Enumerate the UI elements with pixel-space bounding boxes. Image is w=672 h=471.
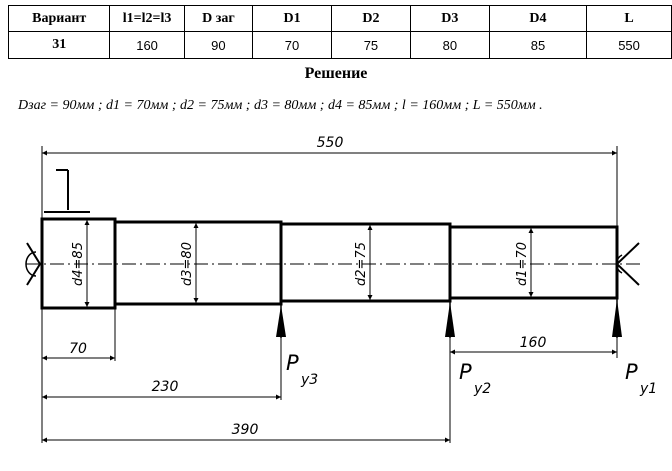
diameter-dim-d1: d1=70 (515, 228, 534, 297)
header-cell-lengths: l1=l2=l3 (109, 5, 185, 32)
diameter-label-d2: d2=75 (354, 242, 369, 286)
value-cell-variant: 31 (7, 31, 111, 59)
value-cell-dzag: 90 (183, 31, 254, 59)
diameter-label-d4: d4=85 (71, 242, 86, 286)
dim-label-overall: 550 (317, 135, 344, 151)
value-cell-d3: 80 (409, 31, 490, 59)
header-cell-d1: D1 (252, 5, 332, 32)
load-label-py3-sub: y3 (300, 372, 318, 388)
dim-label-390: 390 (232, 422, 259, 438)
diameter-dim-d3: d3=80 (180, 223, 199, 303)
parameters-table: Вариант l1=l2=l3 D заг D1 D2 D3 D4 L 31 … (7, 5, 672, 59)
dim-160: 160 (450, 335, 617, 355)
dim-overall: 550 (42, 135, 617, 156)
load-label-py1-sub: y1 (639, 381, 657, 397)
shaft-step-d3 (113, 220, 283, 306)
diameter-dim-d4: d4=85 (71, 220, 90, 307)
dim-label-230: 230 (152, 379, 179, 395)
dim-label-160: 160 (520, 335, 547, 351)
dim-390: 390 (42, 422, 450, 443)
diameter-dim-d2: d2=75 (354, 225, 373, 300)
dim-70: 70 (42, 341, 115, 361)
diameter-label-d3: d3=80 (180, 242, 195, 286)
table-header-row: Вариант l1=l2=l3 D заг D1 D2 D3 D4 L (7, 5, 672, 32)
load-label-py2-sub: y2 (473, 381, 491, 397)
left-center-icon (25, 242, 42, 286)
header-cell-variant: Вариант (7, 5, 111, 32)
load-label-py3-main: P (286, 351, 299, 375)
surface-mark-icon (44, 169, 90, 213)
load-arrow-py3 (276, 304, 286, 338)
value-cell-lengths: 160 (109, 31, 185, 59)
section-title: Решение (304, 65, 368, 82)
table-values-row: 31 160 90 70 75 80 85 550 (7, 31, 672, 59)
value-cell-L: 550 (586, 31, 672, 59)
extension-lines (41, 146, 618, 443)
value-cell-d4: 85 (488, 31, 588, 59)
value-cell-d2: 75 (330, 31, 411, 59)
header-cell-d4: D4 (488, 5, 588, 32)
shaft-step-d1 (448, 225, 619, 300)
dim-230: 230 (42, 379, 281, 400)
dim-label-70: 70 (69, 341, 87, 357)
load-arrow-py1 (612, 298, 622, 338)
value-cell-d1: 70 (252, 31, 332, 59)
load-arrow-py2 (445, 301, 455, 338)
diameter-label-d1: d1=70 (515, 242, 530, 286)
load-label-py1-main: P (625, 360, 638, 384)
given-values-formula: Dзаг = 90мм ; d1 = 70мм ; d2 = 75мм ; d3… (18, 98, 543, 113)
load-label-py2-main: P (459, 360, 472, 384)
header-cell-L: L (586, 5, 672, 32)
right-center-icon (615, 242, 640, 286)
